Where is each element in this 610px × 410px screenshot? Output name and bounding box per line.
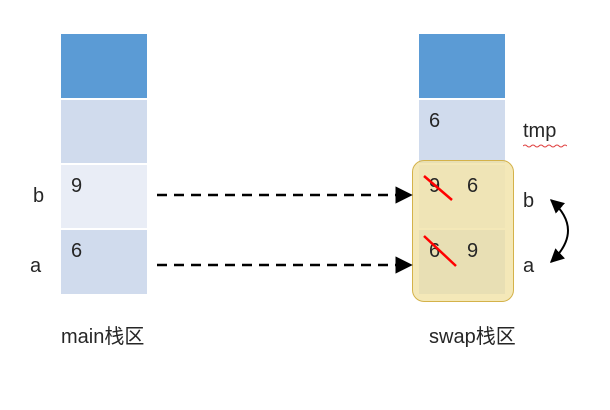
main-stack-cell-b: 9 xyxy=(61,165,147,228)
swap-a-new-value: 9 xyxy=(467,240,479,262)
spellcheck-squiggle xyxy=(523,144,567,148)
swap-tmp-label: tmp xyxy=(523,120,557,142)
swap-highlight-box xyxy=(412,160,514,302)
swap-curved-arrow xyxy=(549,199,569,263)
main-stack-empty-cell xyxy=(61,100,147,163)
main-a-value: 6 xyxy=(71,240,83,262)
swap-tmp-value: 6 xyxy=(429,110,441,132)
swap-a-label: a xyxy=(523,255,535,277)
swap-b-new-value: 6 xyxy=(467,175,479,197)
main-stack-top-cell xyxy=(61,34,147,98)
swap-b-label: b xyxy=(523,190,535,212)
main-stack-cell-a: 6 xyxy=(61,230,147,294)
swap-stack-cell-tmp: 6 xyxy=(419,100,505,163)
swap-stack-top-cell xyxy=(419,34,505,98)
main-a-label: a xyxy=(30,255,42,277)
strike-b-old xyxy=(423,175,453,201)
main-b-label: b xyxy=(33,185,45,207)
main-b-value: 9 xyxy=(71,175,83,197)
strike-a-old xyxy=(423,235,457,267)
swap-stack-caption: swap栈区 xyxy=(429,326,516,348)
swap-a-old-value: 6 xyxy=(429,240,441,262)
main-stack-caption: main栈区 xyxy=(61,326,145,348)
